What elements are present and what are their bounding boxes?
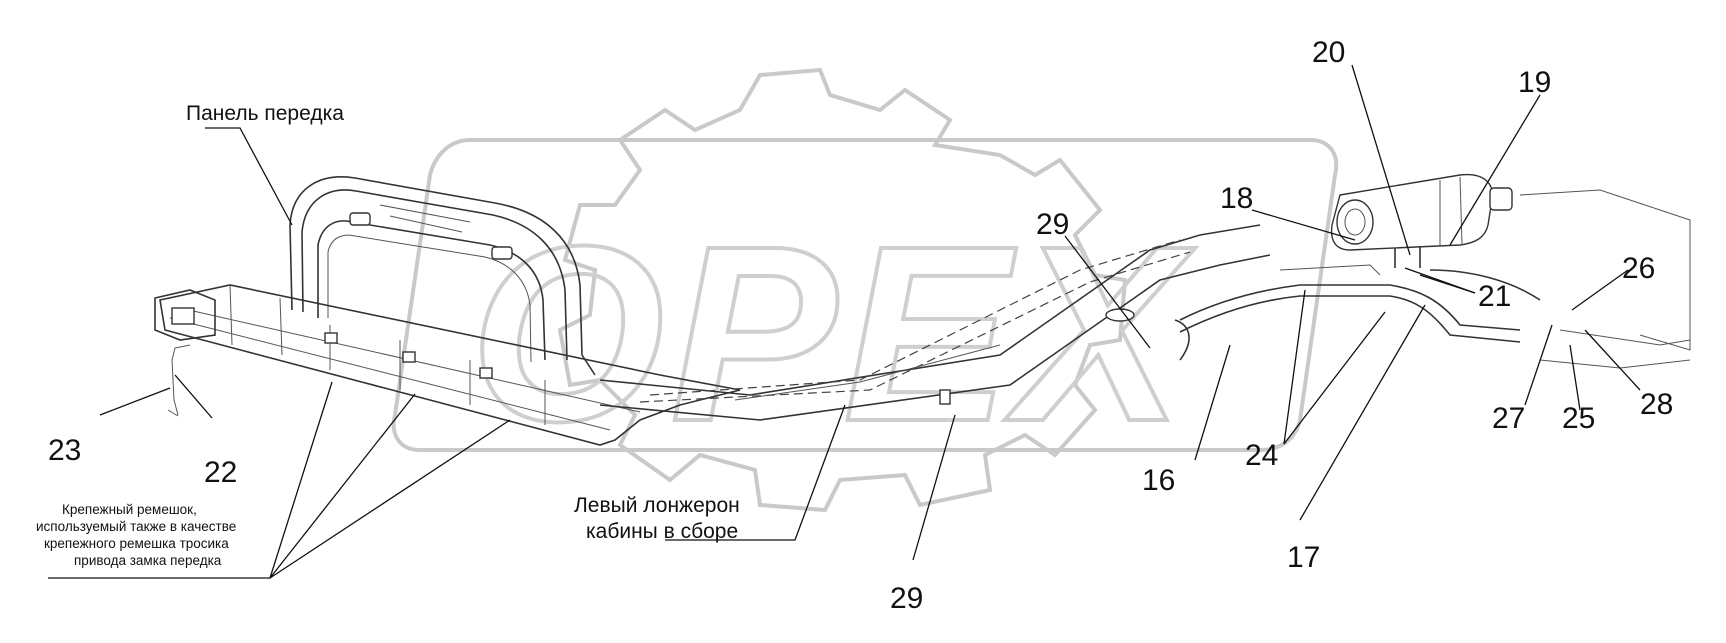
callout-20: 20	[1312, 36, 1345, 69]
label-front-panel: Панель передка	[186, 102, 344, 125]
callout-17: 17	[1287, 541, 1320, 574]
label-strap-line2: используемый также в качестве	[36, 519, 236, 534]
hoses-part	[1174, 264, 1541, 361]
callout-25: 25	[1562, 402, 1595, 435]
watermark: OPEX	[391, 67, 1339, 513]
callout-19: 19	[1518, 66, 1551, 99]
callout-29-bottom: 29	[890, 582, 923, 615]
callout-24: 24	[1245, 439, 1278, 472]
callout-28: 28	[1640, 388, 1673, 421]
callout-21: 21	[1478, 280, 1511, 313]
text-labels: Панель передка Левый лонжерон кабины в с…	[36, 102, 740, 568]
watermark-text: OPEX	[470, 194, 1196, 473]
callout-22: 22	[204, 456, 237, 489]
callout-26: 26	[1622, 252, 1655, 285]
callout-16: 16	[1142, 464, 1175, 497]
front-panel-part	[289, 176, 596, 376]
label-strap-line3: крепежного ремешка тросика	[44, 536, 229, 551]
watermark-gear	[557, 67, 1128, 513]
left-cab-member-part	[599, 224, 1271, 421]
label-strap-line1: Крепежный ремешок,	[62, 502, 197, 517]
callout-18: 18	[1220, 182, 1253, 215]
watermark-ring	[391, 138, 1339, 452]
callout-numbers: 16 17 18 19 20 21 22 23 24 25 26 27 28 2…	[48, 36, 1673, 615]
leader-lines	[48, 64, 1641, 579]
cross-member-part	[154, 284, 741, 446]
label-left-member-line2: кабины в сборе	[586, 520, 738, 543]
callout-27: 27	[1492, 402, 1525, 435]
callout-23: 23	[48, 434, 81, 467]
callout-29-top: 29	[1036, 208, 1069, 241]
heater-unit-part	[1330, 173, 1691, 369]
label-left-member-line1: Левый лонжерон	[574, 494, 740, 517]
label-strap-line4: привода замка передка	[74, 553, 222, 568]
